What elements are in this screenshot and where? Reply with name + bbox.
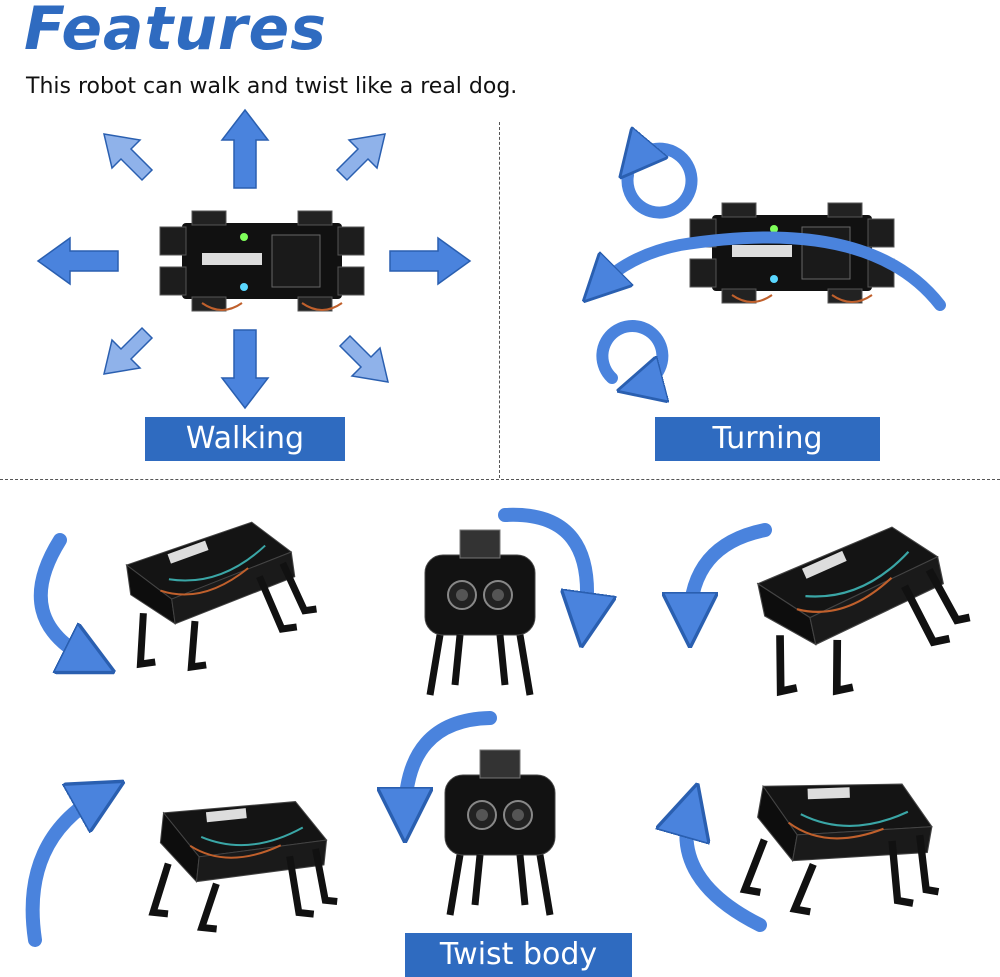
twist-robot-top-2 xyxy=(743,760,956,933)
arrow-up-left-icon xyxy=(103,133,154,182)
twist-arrow-1-icon xyxy=(33,533,90,660)
turn-sweep-arrow-icon xyxy=(600,231,946,311)
arrow-down-right-icon xyxy=(338,334,389,383)
arrow-down-icon xyxy=(220,329,270,410)
rotate-cw-icon xyxy=(596,319,662,385)
twist-robot-side-1 xyxy=(123,515,322,674)
twist-rotation-arrows xyxy=(25,507,772,947)
vertical-divider xyxy=(499,122,500,478)
arrow-right-icon xyxy=(389,236,472,286)
rotate-ccw-icon xyxy=(628,149,698,219)
twist-arrow-6-icon xyxy=(686,810,767,932)
twist-robot-side-2 xyxy=(152,788,347,941)
arrow-up-right-icon xyxy=(335,133,386,182)
arrow-down-left-icon xyxy=(103,326,154,375)
twist-body-label: Twist body xyxy=(405,933,632,977)
page-subtitle: This robot can walk and twist like a rea… xyxy=(26,74,518,99)
twist-robot-front-2 xyxy=(445,750,555,915)
arrow-left-icon xyxy=(36,236,119,286)
twist-robot-front-1 xyxy=(425,530,535,695)
walking-direction-arrows xyxy=(36,108,472,410)
turning-arrows xyxy=(596,149,946,385)
turning-label: Turning xyxy=(655,417,880,461)
arrow-up-icon xyxy=(220,108,270,189)
twist-arrow-3-icon xyxy=(690,523,772,620)
twist-arrow-2-icon xyxy=(498,507,587,620)
walking-label: Walking xyxy=(145,417,345,461)
twist-arrow-4-icon xyxy=(25,795,100,947)
twist-robot-top-1 xyxy=(752,515,979,702)
twist-arrow-5-icon xyxy=(405,711,497,815)
walking-robot xyxy=(159,210,365,312)
page-title: Features xyxy=(24,0,327,64)
horizontal-divider xyxy=(0,479,1000,480)
